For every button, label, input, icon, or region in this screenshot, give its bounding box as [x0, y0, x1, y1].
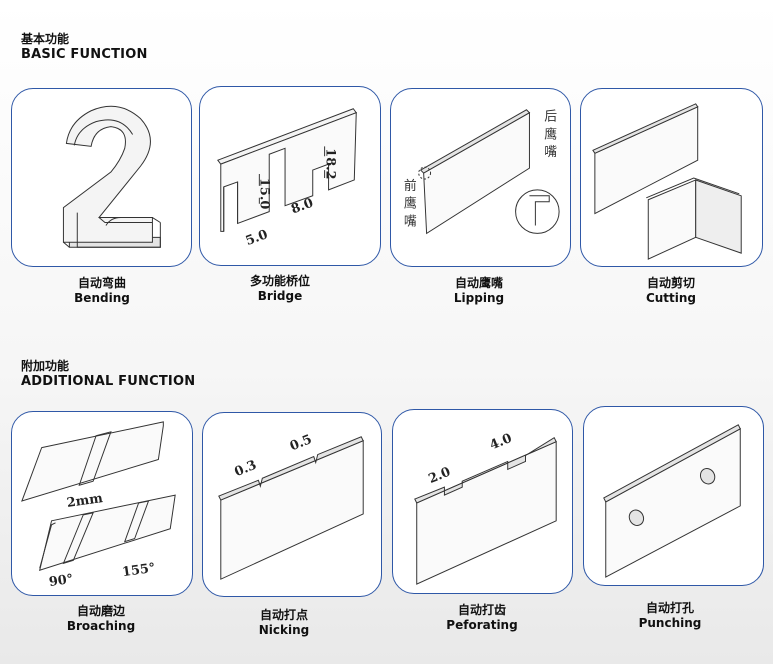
- additional-function-title-en: ADDITIONAL FUNCTION: [21, 374, 196, 389]
- broaching-angle2-label: 155°: [121, 561, 156, 580]
- perforating-illustration: 2.0 4.0: [414, 431, 557, 585]
- broaching-caption: 自动磨边 Broaching: [11, 603, 191, 634]
- basic-function-title-en: BASIC FUNCTION: [21, 47, 148, 62]
- additional-function-header: 附加功能 ADDITIONAL FUNCTION: [21, 359, 195, 390]
- bridge-height1-label: 15.0: [256, 178, 271, 209]
- lipping-front-1: 前: [404, 178, 417, 194]
- perforating-d2-label: 4.0: [488, 431, 514, 453]
- punching-label-cn: 自动打孔: [645, 601, 694, 615]
- bending-label-en: Bending: [74, 291, 130, 305]
- broaching-illustration: 2mm 90° 155°: [21, 421, 176, 590]
- bridge-card[interactable]: 5.0 8.0 15.0 18.2: [199, 86, 381, 266]
- bridge-caption: 多功能桥位 Bridge: [190, 273, 370, 304]
- additional-function-title-cn: 附加功能: [21, 359, 70, 373]
- lipping-rear-1: 后: [544, 110, 557, 125]
- broaching-angle1-label: 90°: [48, 572, 74, 590]
- bridge-height2-label: 18.2: [323, 148, 338, 179]
- cutting-label-en: Cutting: [645, 291, 697, 305]
- perforating-label-en: Peforating: [446, 618, 518, 632]
- bridge-width1-label: 5.0: [244, 227, 270, 249]
- cutting-card[interactable]: [580, 88, 763, 267]
- broaching-gap-label: 2mm: [66, 491, 104, 511]
- cutting-label-cn: 自动剪切: [646, 276, 695, 290]
- punching-card[interactable]: [583, 406, 764, 586]
- perforating-d1-label: 2.0: [426, 465, 452, 487]
- perforating-caption: 自动打齿 Peforating: [392, 602, 572, 633]
- nicking-label-cn: 自动打点: [259, 608, 308, 622]
- lipping-illustration: 后 鹰 嘴 前 鹰 嘴: [404, 109, 560, 235]
- punching-illustration: [603, 424, 741, 578]
- cutting-illustration: [592, 103, 742, 260]
- basic-function-title-cn: 基本功能: [21, 32, 70, 46]
- broaching-label-cn: 自动磨边: [76, 604, 125, 618]
- bridge-label-en: Bridge: [257, 289, 303, 303]
- nicking-caption: 自动打点 Nicking: [194, 607, 374, 638]
- basic-function-header: 基本功能 BASIC FUNCTION: [21, 32, 148, 63]
- cutting-caption: 自动剪切 Cutting: [581, 275, 761, 306]
- nicking-d2-label: 0.5: [288, 432, 314, 454]
- bending-card[interactable]: [11, 88, 192, 267]
- lipping-rear-3: 嘴: [544, 145, 557, 160]
- punching-label-en: Punching: [638, 616, 702, 630]
- punching-caption: 自动打孔 Punching: [580, 600, 760, 631]
- nicking-card[interactable]: 0.3 0.5: [202, 412, 382, 597]
- lipping-front-2: 鹰: [404, 196, 417, 212]
- bending-label-cn: 自动弯曲: [77, 276, 126, 290]
- lipping-caption: 自动鹰嘴 Lipping: [389, 275, 569, 306]
- bending-caption: 自动弯曲 Bending: [12, 275, 192, 306]
- perforating-card[interactable]: 2.0 4.0: [392, 409, 573, 594]
- bending-illustration: [62, 105, 161, 248]
- lipping-label-en: Lipping: [453, 291, 505, 305]
- nicking-d1-label: 0.3: [233, 458, 259, 480]
- lipping-card[interactable]: 后 鹰 嘴 前 鹰 嘴: [390, 88, 571, 267]
- broaching-label-en: Broaching: [66, 619, 136, 633]
- bridge-label-cn: 多功能桥位: [249, 274, 310, 288]
- bridge-width2-label: 8.0: [289, 196, 315, 218]
- broaching-card[interactable]: 2mm 90° 155°: [11, 411, 193, 596]
- lipping-rear-2: 鹰: [544, 126, 557, 142]
- lipping-label-cn: 自动鹰嘴: [454, 276, 503, 290]
- nicking-label-en: Nicking: [258, 623, 310, 637]
- nicking-illustration: 0.3 0.5: [218, 432, 364, 580]
- lipping-front-3: 嘴: [404, 214, 417, 229]
- perforating-label-cn: 自动打齿: [457, 603, 506, 617]
- bridge-illustration: 5.0 8.0 15.0 18.2: [217, 108, 358, 249]
